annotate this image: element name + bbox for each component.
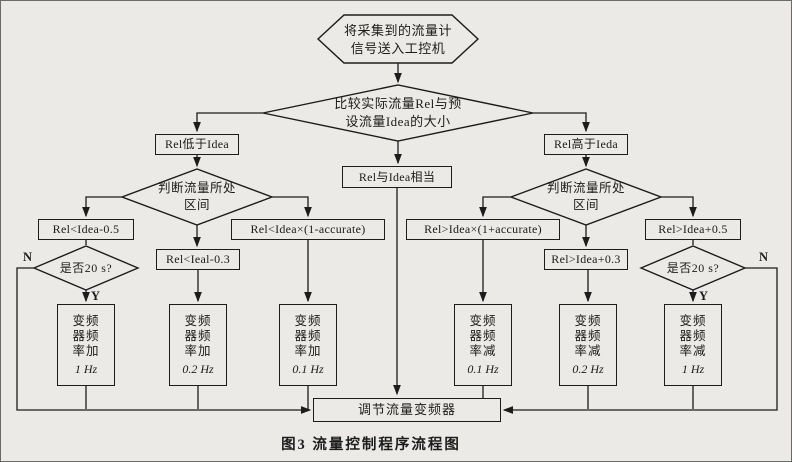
- action-decrease-1hz-box: 变频 器频 率减 1 Hz: [664, 304, 722, 386]
- label-yes-right: Y: [699, 289, 709, 303]
- start-terminator-shape: [316, 14, 480, 64]
- label-no-right: N: [759, 250, 769, 264]
- branch-rel-equal-box: Rel与Idea相当: [342, 166, 452, 188]
- action-increase-01hz-box: 变频 器频 率加 0.1 Hz: [279, 304, 337, 386]
- action-label: 变频 器频 率加: [72, 313, 100, 358]
- condition-right-3-box: Rel>Idea×(1+accurate): [406, 219, 560, 240]
- action-value: 1 Hz: [681, 361, 705, 376]
- action-value: 1 Hz: [74, 361, 98, 376]
- action-value: 0.2 Hz: [572, 361, 604, 376]
- action-label: 变频 器频 率减: [574, 313, 602, 358]
- decision-shapes: [32, 14, 747, 291]
- judge-left-decision-text: 判断流量所处 区间: [157, 181, 236, 212]
- branch-rel-high-box: Rel高于Ieda: [544, 134, 628, 155]
- label-yes-left: Y: [91, 289, 101, 303]
- timer-right-decision-text: 是否20 s?: [666, 260, 720, 275]
- condition-right-2-box: Rel>Idea+0.3: [544, 249, 628, 270]
- action-increase-1hz-box: 变频 器频 率加 1 Hz: [57, 304, 115, 386]
- action-value: 0.1 Hz: [292, 361, 324, 376]
- connector-arrows: [16, 63, 778, 414]
- compare-decision-text: 比较实际流量Rel与预 设流量Idea的大小: [334, 96, 462, 129]
- condition-left-2-box: Rel<Ieal-0.3: [156, 249, 240, 270]
- action-value: 0.1 Hz: [467, 361, 499, 376]
- timer-left-decision-shape: [32, 245, 140, 291]
- action-label: 变频 器频 率减: [679, 313, 707, 358]
- action-decrease-01hz-box: 变频 器频 率减 0.1 Hz: [454, 304, 512, 386]
- action-label: 变频 器频 率加: [184, 313, 212, 358]
- branch-rel-low-box: Rel低于Idea: [155, 134, 239, 155]
- action-value: 0.2 Hz: [182, 361, 214, 376]
- label-no-left: N: [23, 250, 33, 264]
- start-node-text: 将采集到的流量计 信号送入工控机: [343, 23, 452, 56]
- action-increase-02hz-box: 变频 器频 率加 0.2 Hz: [169, 304, 227, 386]
- condition-left-3-box: Rel<Idea×(1-accurate): [231, 219, 385, 240]
- condition-right-1-box: Rel>Idea+0.5: [645, 219, 741, 240]
- adjust-inverter-box: 调节流量变频器: [313, 398, 501, 422]
- judge-right-decision-text: 判断流量所处 区间: [546, 181, 625, 212]
- action-label: 变频 器频 率减: [469, 313, 497, 358]
- action-decrease-02hz-box: 变频 器频 率减 0.2 Hz: [559, 304, 617, 386]
- timer-left-decision-text: 是否20 s?: [59, 260, 113, 275]
- figure-caption: 图3 流量控制程序流程图: [281, 437, 461, 453]
- condition-left-1-box: Rel<Idea-0.5: [38, 219, 134, 240]
- action-label: 变频 器频 率加: [294, 313, 322, 358]
